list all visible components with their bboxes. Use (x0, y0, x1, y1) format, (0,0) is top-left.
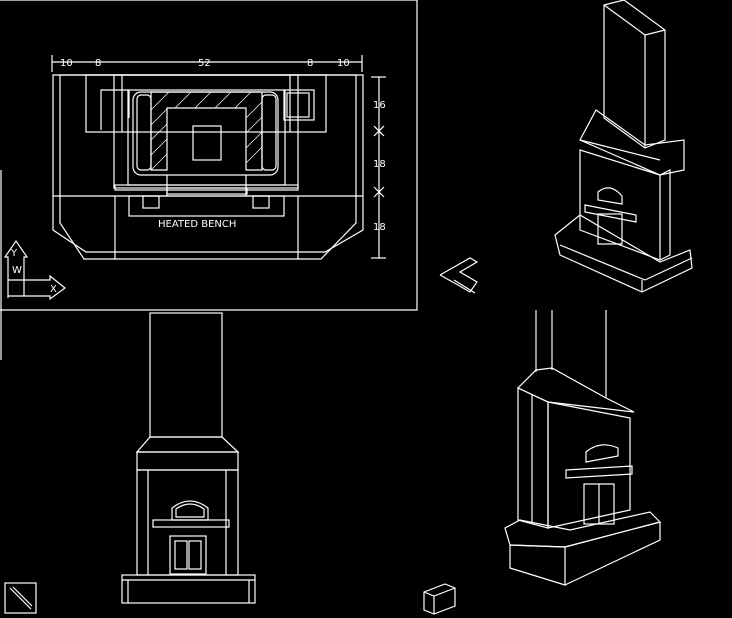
firebrick-hatch (150, 91, 263, 171)
paper-space-icon[interactable] (4, 582, 37, 614)
dim-10-left: 10 (60, 58, 73, 69)
dim-10-right: 10 (337, 58, 350, 69)
dim-18-bottom: 18 (373, 222, 386, 233)
side-dimension-line: 16 18 18 (371, 76, 386, 259)
top-dimension-line: 10 8 52 8 10 (51, 55, 363, 72)
svg-text:Y: Y (10, 248, 18, 259)
front-elevation (121, 312, 256, 604)
dim-16: 16 (373, 100, 386, 111)
dim-8-right: 8 (307, 58, 313, 69)
dim-18-mid: 18 (373, 159, 386, 170)
dim-52: 52 (198, 58, 211, 69)
dim-8-left: 8 (95, 58, 101, 69)
model-cube-icon[interactable] (423, 583, 456, 615)
ucs-icon: Y W X (3, 239, 66, 301)
svg-text:W: W (12, 265, 22, 276)
iso-view-back (554, 0, 693, 293)
plan-view: HEATED BENCH 10 8 52 8 10 16 18 18 (51, 55, 386, 260)
svg-text:X: X (50, 284, 57, 295)
iso-view-front (504, 310, 662, 586)
plan-viewport[interactable] (0, 0, 418, 360)
heated-bench-label: HEATED BENCH (158, 219, 236, 230)
ucs-iso-icon (439, 257, 479, 294)
